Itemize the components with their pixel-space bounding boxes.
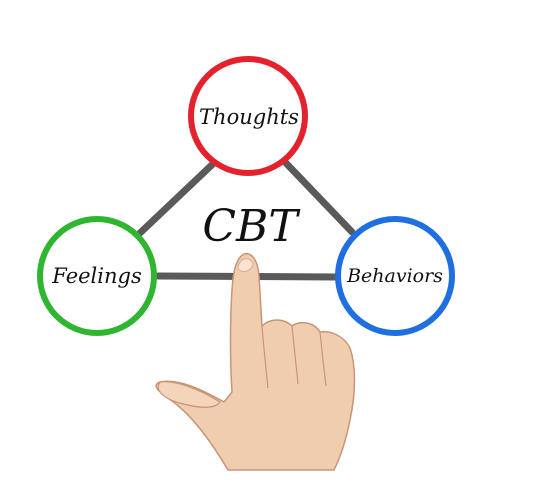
node-feelings-label: Feelings xyxy=(51,264,142,288)
center-label: CBT xyxy=(202,201,301,252)
node-feelings-circle xyxy=(37,216,157,336)
node-thoughts-label: Thoughts xyxy=(199,105,299,129)
pointing-hand-illustration xyxy=(155,253,356,471)
node-behaviors-label: Behaviors xyxy=(346,265,443,287)
edge-thoughts-feelings xyxy=(136,157,220,237)
node-behaviors-circle xyxy=(335,216,455,336)
edge-thoughts-behaviors xyxy=(280,157,356,236)
node-thoughts-circle xyxy=(188,56,308,176)
